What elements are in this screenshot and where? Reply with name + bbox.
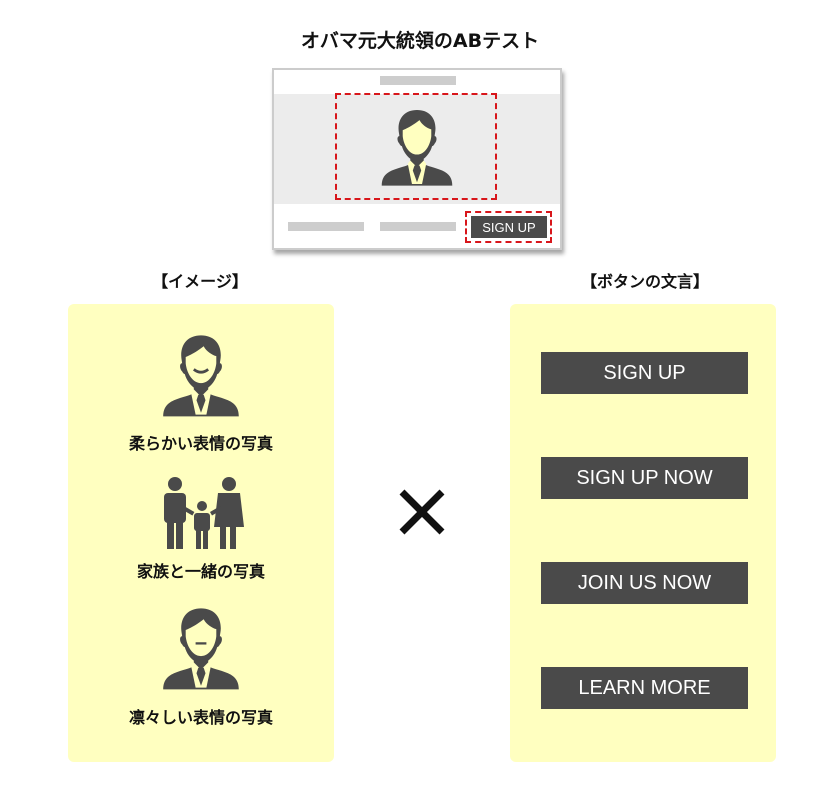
image-variant-label: 家族と一緒の写真 (136, 562, 265, 581)
smiling-person-icon (156, 328, 246, 422)
image-section-heading: 【イメージ】 (152, 272, 248, 291)
multiply-icon (399, 489, 445, 535)
footer-placeholder-bar (380, 222, 456, 231)
image-variant-label: 凛々しい表情の写真 (128, 708, 273, 727)
button-highlight-box (465, 211, 552, 243)
button-text-section-heading: 【ボタンの文言】 (580, 272, 709, 291)
button-variant-sign-up[interactable]: SIGN UP (541, 352, 748, 394)
image-variant-label: 柔らかい表情の写真 (128, 434, 273, 453)
mockup-signup-button[interactable]: SIGN UP (471, 216, 547, 238)
header-placeholder-bar (380, 76, 456, 85)
button-variant-learn-more[interactable]: LEARN MORE (541, 667, 748, 709)
image-highlight-box (335, 93, 497, 200)
button-variant-join-us-now[interactable]: JOIN US NOW (541, 562, 748, 604)
family-icon (164, 477, 244, 549)
page-title: オバマ元大統領のABテスト (300, 30, 540, 52)
footer-placeholder-bar (288, 222, 364, 231)
serious-person-icon (156, 602, 246, 694)
webpage-mockup: SIGN UP (272, 68, 562, 250)
person-icon (375, 100, 459, 194)
button-variant-sign-up-now[interactable]: SIGN UP NOW (541, 457, 748, 499)
